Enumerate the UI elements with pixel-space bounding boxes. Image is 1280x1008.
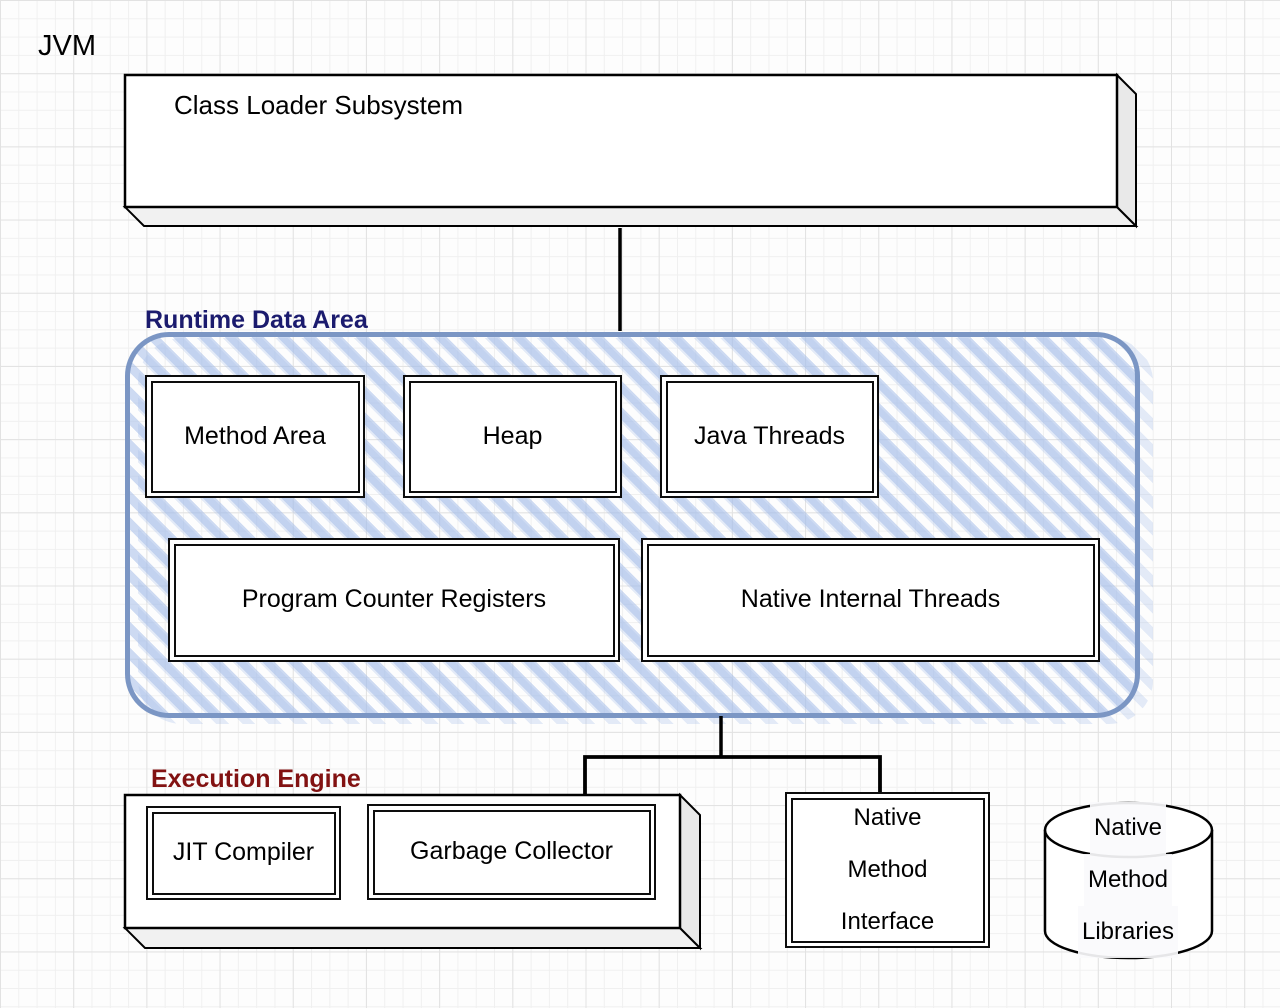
garbage-collector-box: Garbage Collector: [367, 804, 656, 900]
execution-engine-heading: Execution Engine: [151, 765, 361, 793]
execution-engine-right-face: [679, 792, 701, 951]
nmi-line-2: Method: [847, 856, 928, 883]
nml-line-3: Libraries: [1077, 906, 1179, 958]
java-threads-box: Java Threads: [660, 375, 879, 498]
program-counter-registers-label: Program Counter Registers: [173, 543, 615, 657]
heap-label: Heap: [408, 380, 617, 493]
execution-engine-bottom-face: [122, 927, 703, 949]
method-area-box: Method Area: [145, 375, 365, 498]
java-threads-label: Java Threads: [665, 380, 874, 493]
class-loader-box-front-face: [123, 73, 1119, 209]
class-loader-box-right-face: [1116, 72, 1137, 229]
program-counter-registers-box: Program Counter Registers: [168, 538, 620, 662]
class-loader-box-3d: [122, 72, 1139, 229]
class-loader-label: Class Loader Subsystem: [174, 90, 464, 120]
garbage-collector-label: Garbage Collector: [372, 809, 651, 895]
jit-compiler-label: JIT Compiler: [151, 811, 336, 895]
nmi-line-3: Interface: [840, 908, 935, 935]
native-internal-threads-label: Native Internal Threads: [646, 543, 1095, 657]
class-loader-box-bottom-face: [122, 206, 1139, 227]
native-method-libraries-label: Native Method Libraries: [1044, 802, 1212, 958]
nml-line-1: Native: [1089, 802, 1167, 854]
runtime-data-area-heading: Runtime Data Area: [145, 306, 368, 334]
jit-compiler-box: JIT Compiler: [146, 806, 341, 900]
connector-branch: [583, 755, 882, 795]
method-area-label: Method Area: [150, 380, 360, 493]
nmi-line-1: Native: [853, 804, 922, 831]
jvm-title: JVM: [38, 30, 96, 62]
nml-line-2: Method: [1083, 854, 1173, 906]
heap-box: Heap: [403, 375, 622, 498]
native-internal-threads-box: Native Internal Threads: [641, 538, 1100, 662]
native-method-interface-label: Native Method Interface: [790, 797, 985, 943]
native-method-interface-box: Native Method Interface: [785, 792, 990, 948]
